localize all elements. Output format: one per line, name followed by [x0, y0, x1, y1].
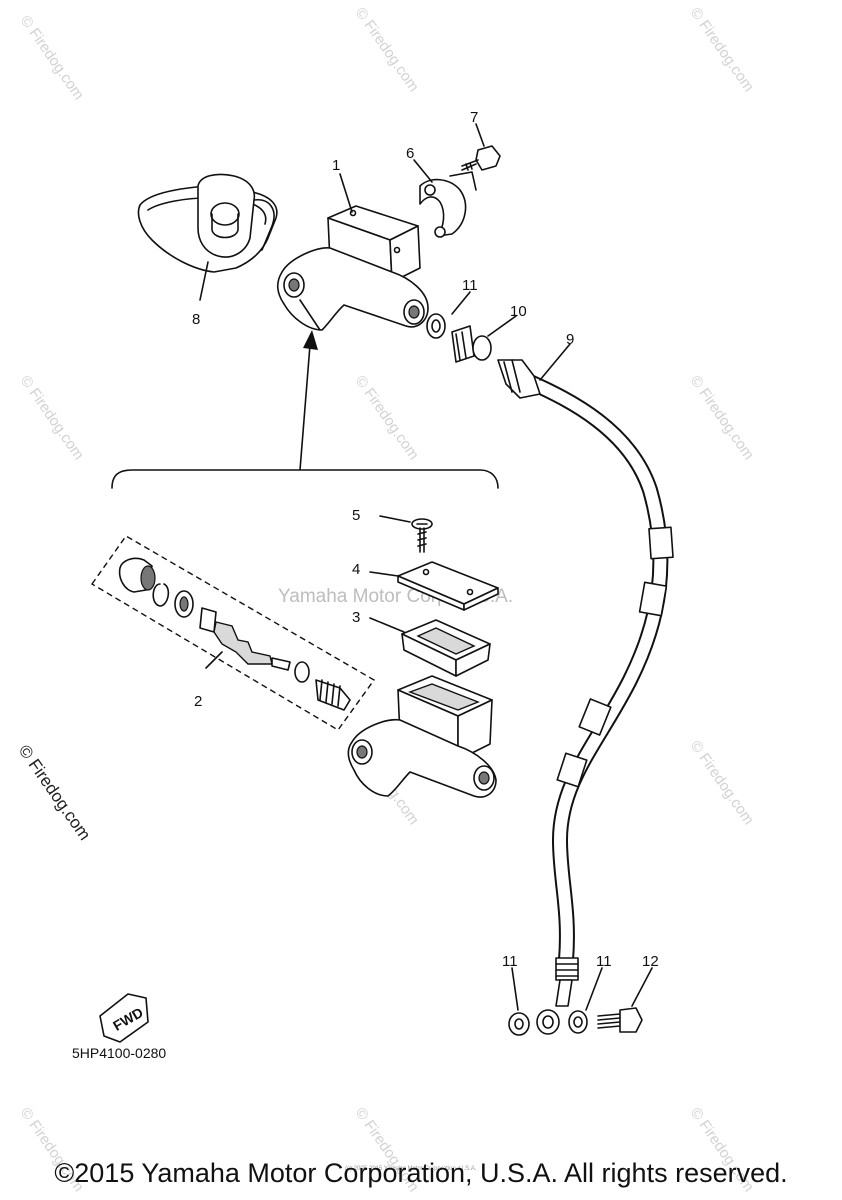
part-9-brake-hose [497, 359, 674, 1035]
callout-1: 1 [332, 157, 340, 174]
watermark-text: © Firedog.com [687, 373, 757, 464]
watermark-text: © Firedog.com [17, 373, 87, 464]
part-6-clamp [419, 171, 477, 238]
watermark-text: © Firedog.com [352, 373, 422, 464]
callout-5: 5 [352, 507, 360, 524]
part-3-diaphragm [369, 617, 491, 677]
callout-numbers: 1 2 3 4 5 6 7 8 9 10 11 11 11 12 [192, 109, 659, 970]
watermark-text: © Firedog.com [687, 5, 757, 96]
watermark-text: © Firedog.com [352, 5, 422, 96]
small-notice: (c) 2005-2015 Yamaha Motor Corporation, … [345, 1166, 477, 1172]
callout-9: 9 [566, 331, 574, 348]
part-10-union-bolt [451, 325, 492, 363]
part-1-master-cylinder-exploded [347, 675, 497, 798]
copyright-footer: ©2015 Yamaha Motor Corporation, U.S.A. A… [54, 1158, 788, 1188]
part-11-washer-lower-left [508, 1012, 530, 1036]
part-8-cover [137, 173, 278, 301]
part-4-cap [369, 561, 499, 611]
watermark-text: © Firedog.com [687, 738, 757, 829]
callout-7: 7 [470, 109, 478, 126]
callout-11: 11 [596, 953, 612, 970]
watermark-text-left: © Firedog.com [15, 741, 95, 843]
callout-11: 11 [502, 953, 518, 970]
fwd-arrow-badge: FWD [99, 993, 149, 1043]
part-5-screw [379, 515, 433, 553]
leader-lines [339, 123, 653, 1011]
part-12-union-bolt [597, 1007, 643, 1033]
callout-6: 6 [406, 145, 414, 162]
part-7-bolt [461, 145, 501, 171]
callout-11: 11 [462, 277, 478, 294]
callout-2: 2 [194, 693, 202, 710]
diagram-code: 5HP4100-0280 [72, 1045, 166, 1061]
part-11-washer-upper [426, 313, 446, 339]
callout-12: 12 [642, 953, 659, 970]
watermark-text: © Firedog.com [17, 13, 87, 104]
callout-10: 10 [510, 303, 527, 320]
part-11-washer-lower-right [568, 1010, 588, 1034]
part-1-master-cylinder [276, 205, 429, 331]
assembly-pointer [111, 330, 499, 489]
part-2-piston-kit [90, 535, 376, 731]
callout-8: 8 [192, 311, 200, 328]
callout-4: 4 [352, 561, 360, 578]
callout-3: 3 [352, 609, 360, 626]
